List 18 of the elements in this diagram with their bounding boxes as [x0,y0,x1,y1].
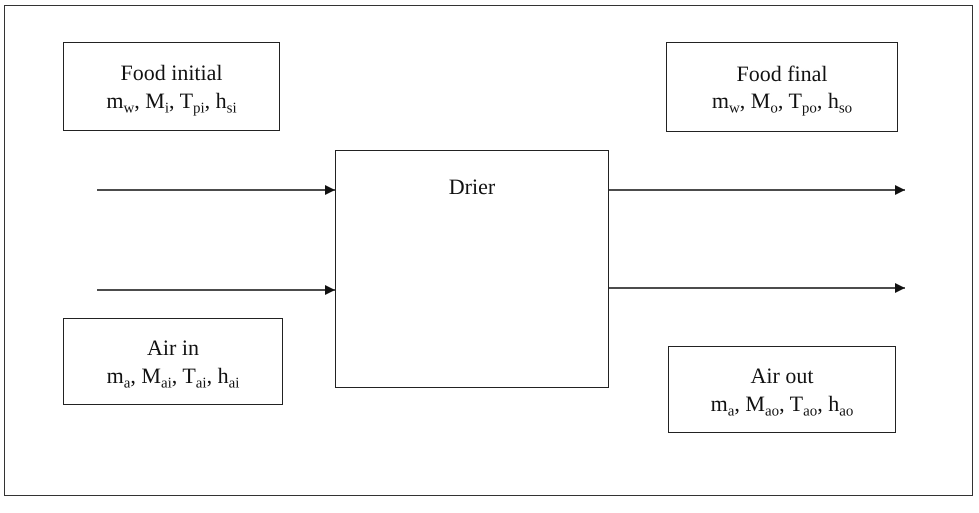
stream-box [63,42,280,131]
box-title: Air in [147,334,199,362]
arrow [609,283,905,293]
process-box [335,150,609,388]
stream-box [668,346,896,433]
box-title: Air out [750,362,814,390]
stream-box [63,318,283,405]
variable-list: m$_{a}$, M$_{ai}$, T$_{ai}$, h$_{ai}$ [106,362,240,389]
arrow [97,185,335,195]
arrow [609,185,905,195]
box-title: Food final [736,60,828,87]
box-title: Food initial [120,59,223,86]
arrow [97,285,335,295]
box-title: Drier [448,173,496,200]
stream-box [666,42,898,132]
variable-list: m$_{w}$, M$_{o}$, T$_{po}$, h$_{so}$ [712,87,852,114]
variable-list: m$_{a}$, M$_{ao}$, T$_{ao}$, h$_{ao}$ [710,390,854,417]
variable-list: m$_{w}$, M$_{i}$, T$_{pi}$, h$_{si}$ [106,86,237,114]
